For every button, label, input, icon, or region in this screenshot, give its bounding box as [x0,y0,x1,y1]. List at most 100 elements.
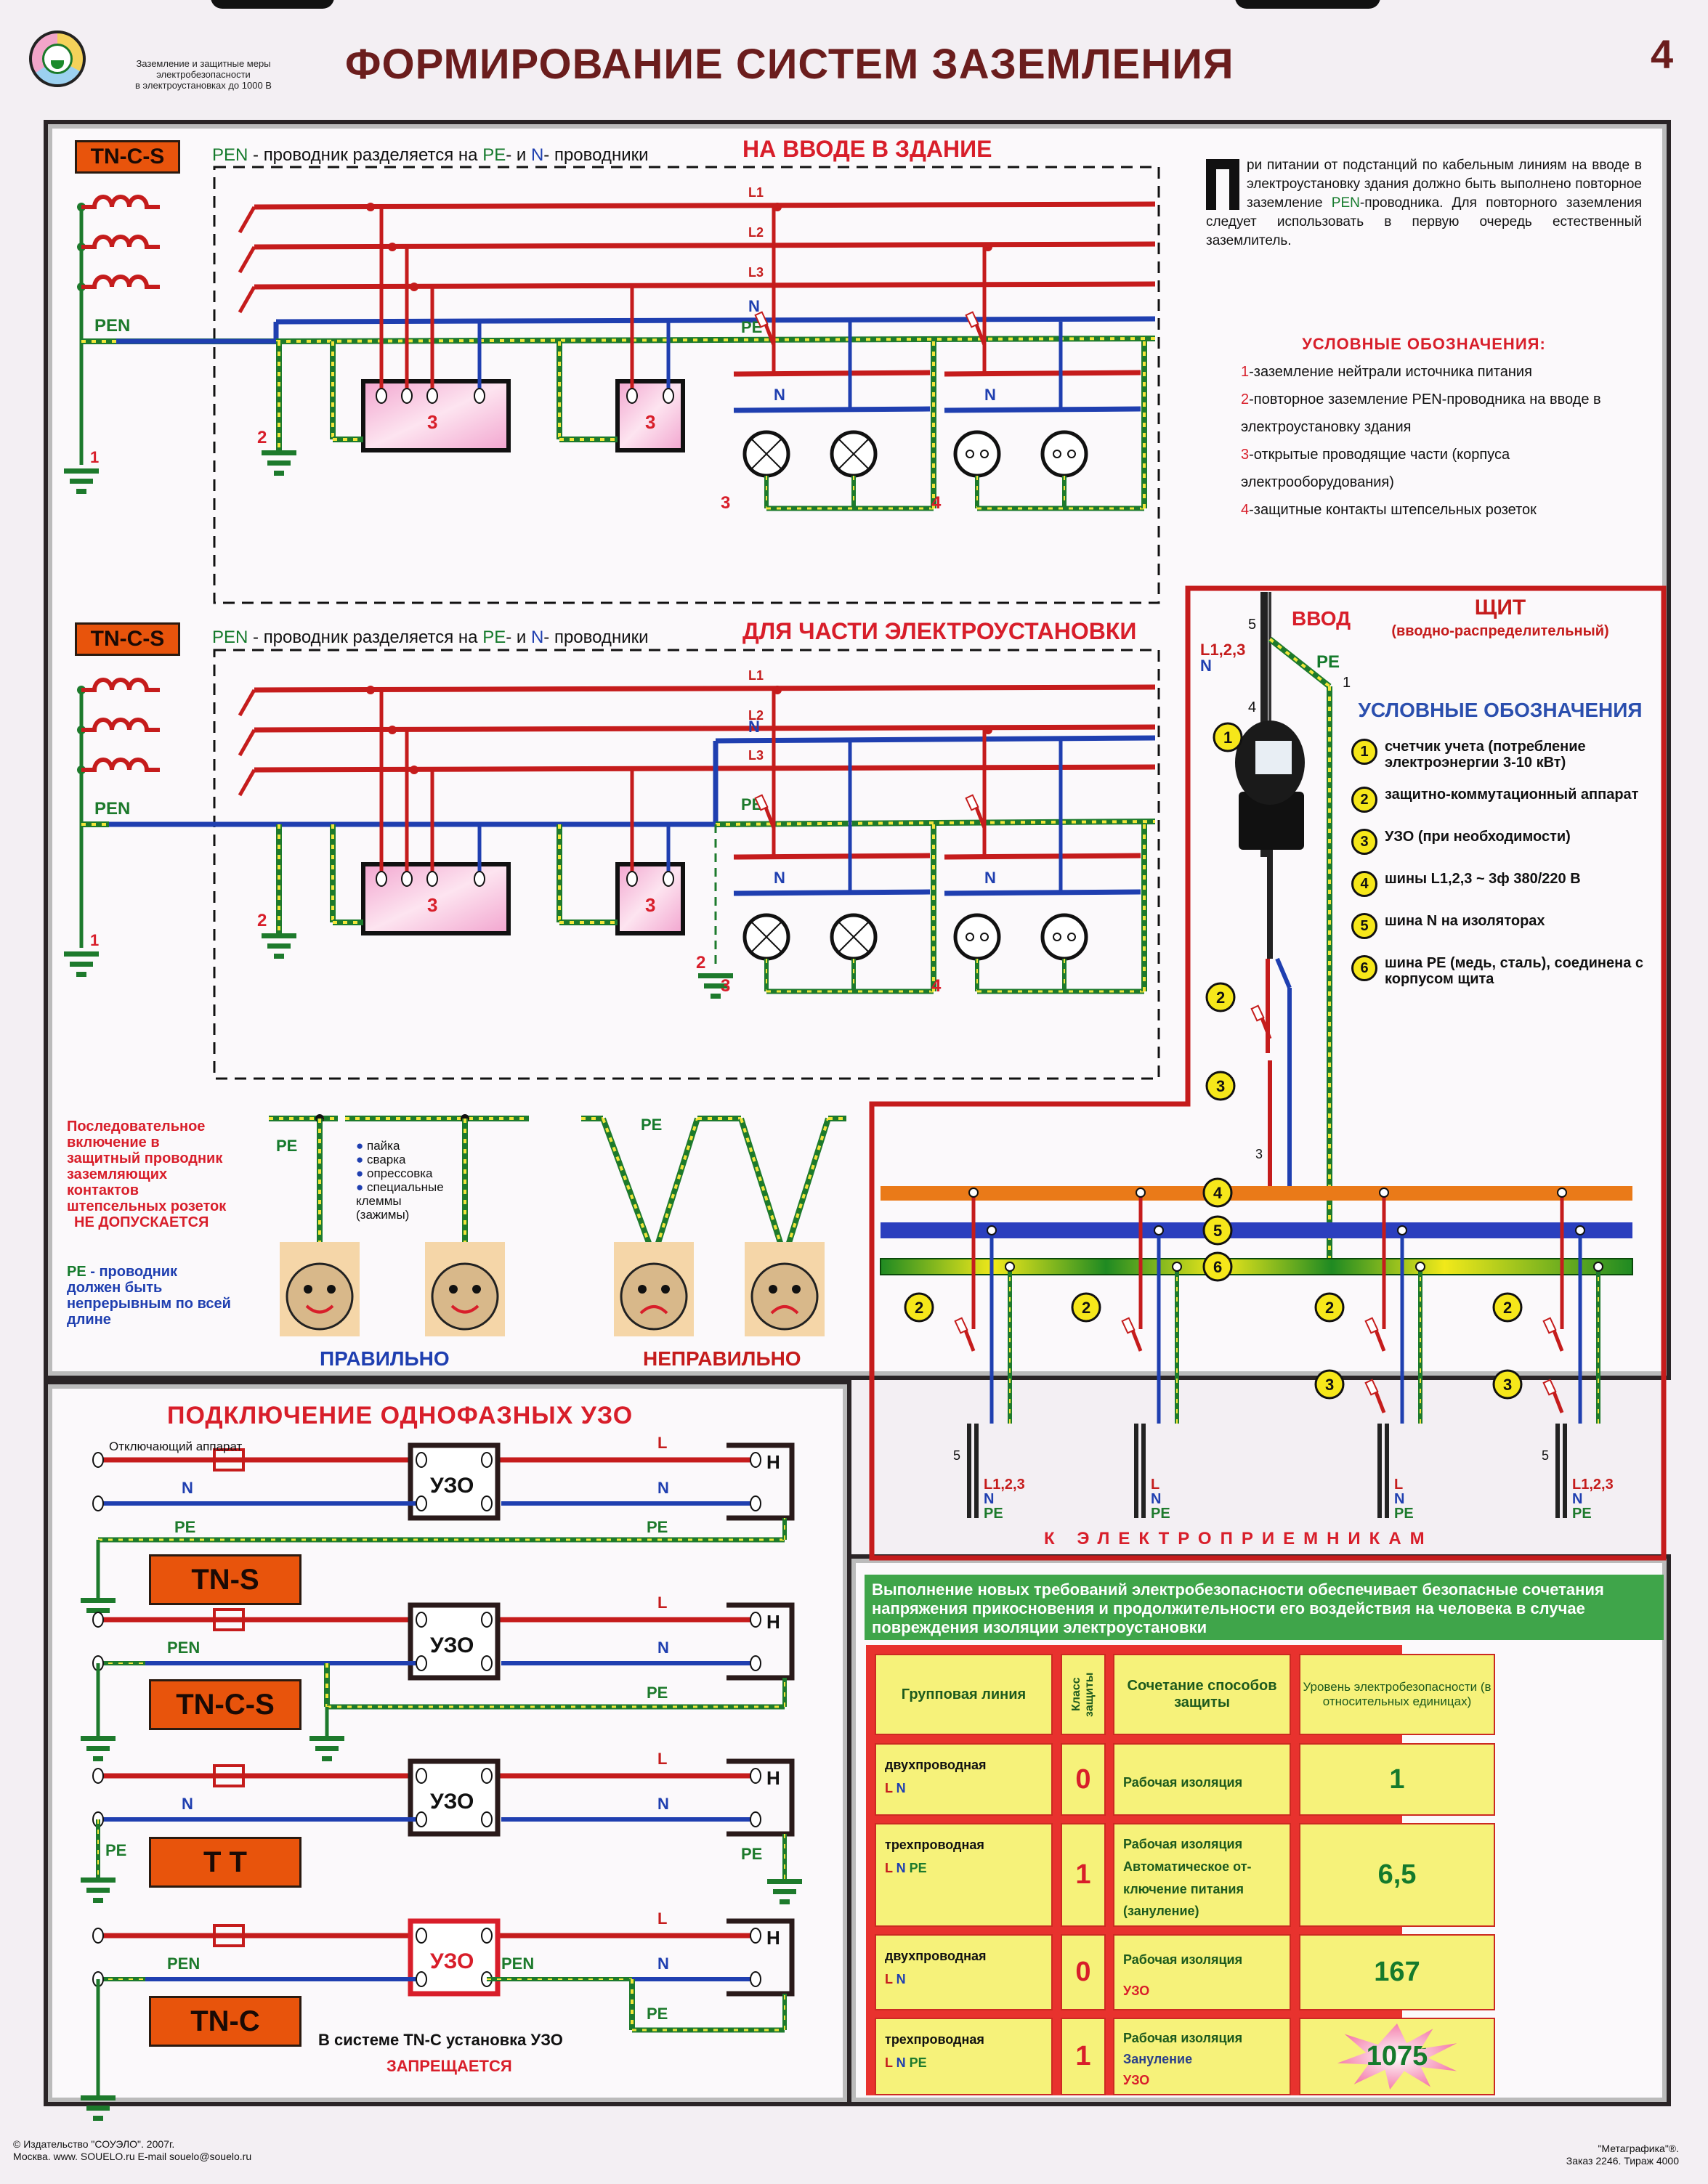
l-label: L [657,1594,667,1612]
terminal [750,1612,761,1628]
pe-label: PE [647,1684,668,1702]
pen-label: PEN [501,1954,534,1973]
terminal [92,1612,104,1628]
n-label: N [774,386,785,404]
terminal [626,388,638,404]
legend-text: шина PE (медь, сталь), соединена с корпу… [1385,955,1643,987]
phase-bus [944,853,1141,860]
panel-footer: К ЭЛЕКТРОПРИЕМНИКАМ [1044,1529,1433,1548]
uzo-label: УЗО [430,1633,474,1657]
legend-text: счетчик учета (потребление электроэнерги… [1385,739,1586,771]
marker-badge [1314,1369,1345,1400]
terminal [416,1768,427,1784]
legend-title: УСЛОВНЫЕ ОБОЗНАЧЕНИЯ [1358,699,1643,721]
switch-handle [754,794,769,811]
bus-terminal [1557,1188,1567,1198]
n-label: N [657,1479,669,1497]
transformer-coil-icon [81,235,160,249]
ground-icon [711,994,721,999]
marker-badge [1314,1292,1345,1323]
load-box [726,1758,795,1837]
ground-icon [698,973,733,978]
desc-text: - и [506,145,531,165]
terminal [750,1971,761,1987]
ground-icon [767,1879,802,1884]
switch-icon [238,728,256,757]
ground-icon [64,951,99,957]
wire-label: N [896,1861,910,1875]
phase-label: L2 [748,708,764,723]
top-frame [44,120,1671,1380]
marker-number: 6 [1213,1258,1222,1276]
legend-item: 2-повторное заземление PEN-проводника на… [1206,386,1642,441]
correct-label: ПРАВИЛЬНО [320,1347,450,1370]
n-label: N [984,869,996,887]
pe-label: PE [67,1264,86,1280]
ground-icon [93,2116,103,2121]
junction-dot [366,203,375,211]
marker-number: 1 [1223,728,1232,747]
marker-badge [1213,722,1243,752]
ground-icon [81,1736,116,1741]
protection-class-cell: 1 [1061,1823,1106,1927]
transformer-coil-icon [81,678,160,692]
table-header: Уровень электробезопасности (в относител… [1299,1654,1495,1735]
wire-count: 5 [1542,1448,1549,1463]
system-tag: TN-C-S [75,622,180,656]
ground-icon [86,1746,110,1751]
rule-note-blue: PE - проводник должен быть непрерывным п… [67,1264,234,1328]
n-label: N [530,145,544,165]
load-box [726,1602,795,1681]
transformer-coil-icon [81,195,160,209]
switch-handle [954,1317,968,1334]
pe-wire-stripe [740,1118,786,1257]
socket-label: 4 [931,493,942,513]
marker-badge: 4 [1351,871,1377,897]
safety-level-cell: 167 [1299,1934,1495,2010]
ground-2-label: 2 [696,953,705,973]
terminal [92,1452,104,1468]
phase-label: L2 [748,225,764,240]
table-header: Сочетание способов защиты [1113,1654,1291,1735]
terminal [750,1768,761,1784]
line-type: двухпроводная [885,1949,987,1963]
wire-label: L [885,1861,897,1875]
load-label: Н [766,1611,780,1633]
frown [639,1305,668,1315]
ground-icon [76,489,86,494]
terminal [376,871,387,887]
n-bus [715,735,1156,744]
switch-handle [965,794,979,811]
terminal [663,388,674,404]
enclosure-boundary [213,166,1160,604]
terminal [416,1495,427,1511]
wire-set: L N PE [885,1856,1043,1880]
switch-icon [238,689,256,717]
phase-bus [254,764,1156,773]
legend-text: шины L1,2,3 ~ 3ф 380/220 В [1385,871,1581,887]
scheme-heading: НА ВВОДЕ В ЗДАНИЕ [742,136,992,162]
transformer-coil-icon [81,758,160,772]
uzo-label: УЗО [430,1790,474,1814]
switch-icon [238,768,256,797]
switch-icon [238,245,256,274]
panel-border [869,585,1667,1561]
wire-label: N [896,1781,906,1795]
equipment-label: 3 [427,411,437,433]
terminal [416,1971,427,1987]
ground-icon [93,1756,103,1761]
legend-num: 4 [1241,502,1250,518]
wire-label: L [885,1972,897,1986]
ground-icon [309,1736,344,1741]
ground-icon [704,983,727,989]
wire-count: 1 [1343,675,1351,691]
terminal [481,1452,493,1468]
phase-label: L3 [748,265,764,280]
desc-text: - проводники [543,145,649,165]
pe-wire-stripe [715,820,1156,826]
note-emphasis: НЕ ДОПУСКАЕТСЯ [74,1214,209,1230]
